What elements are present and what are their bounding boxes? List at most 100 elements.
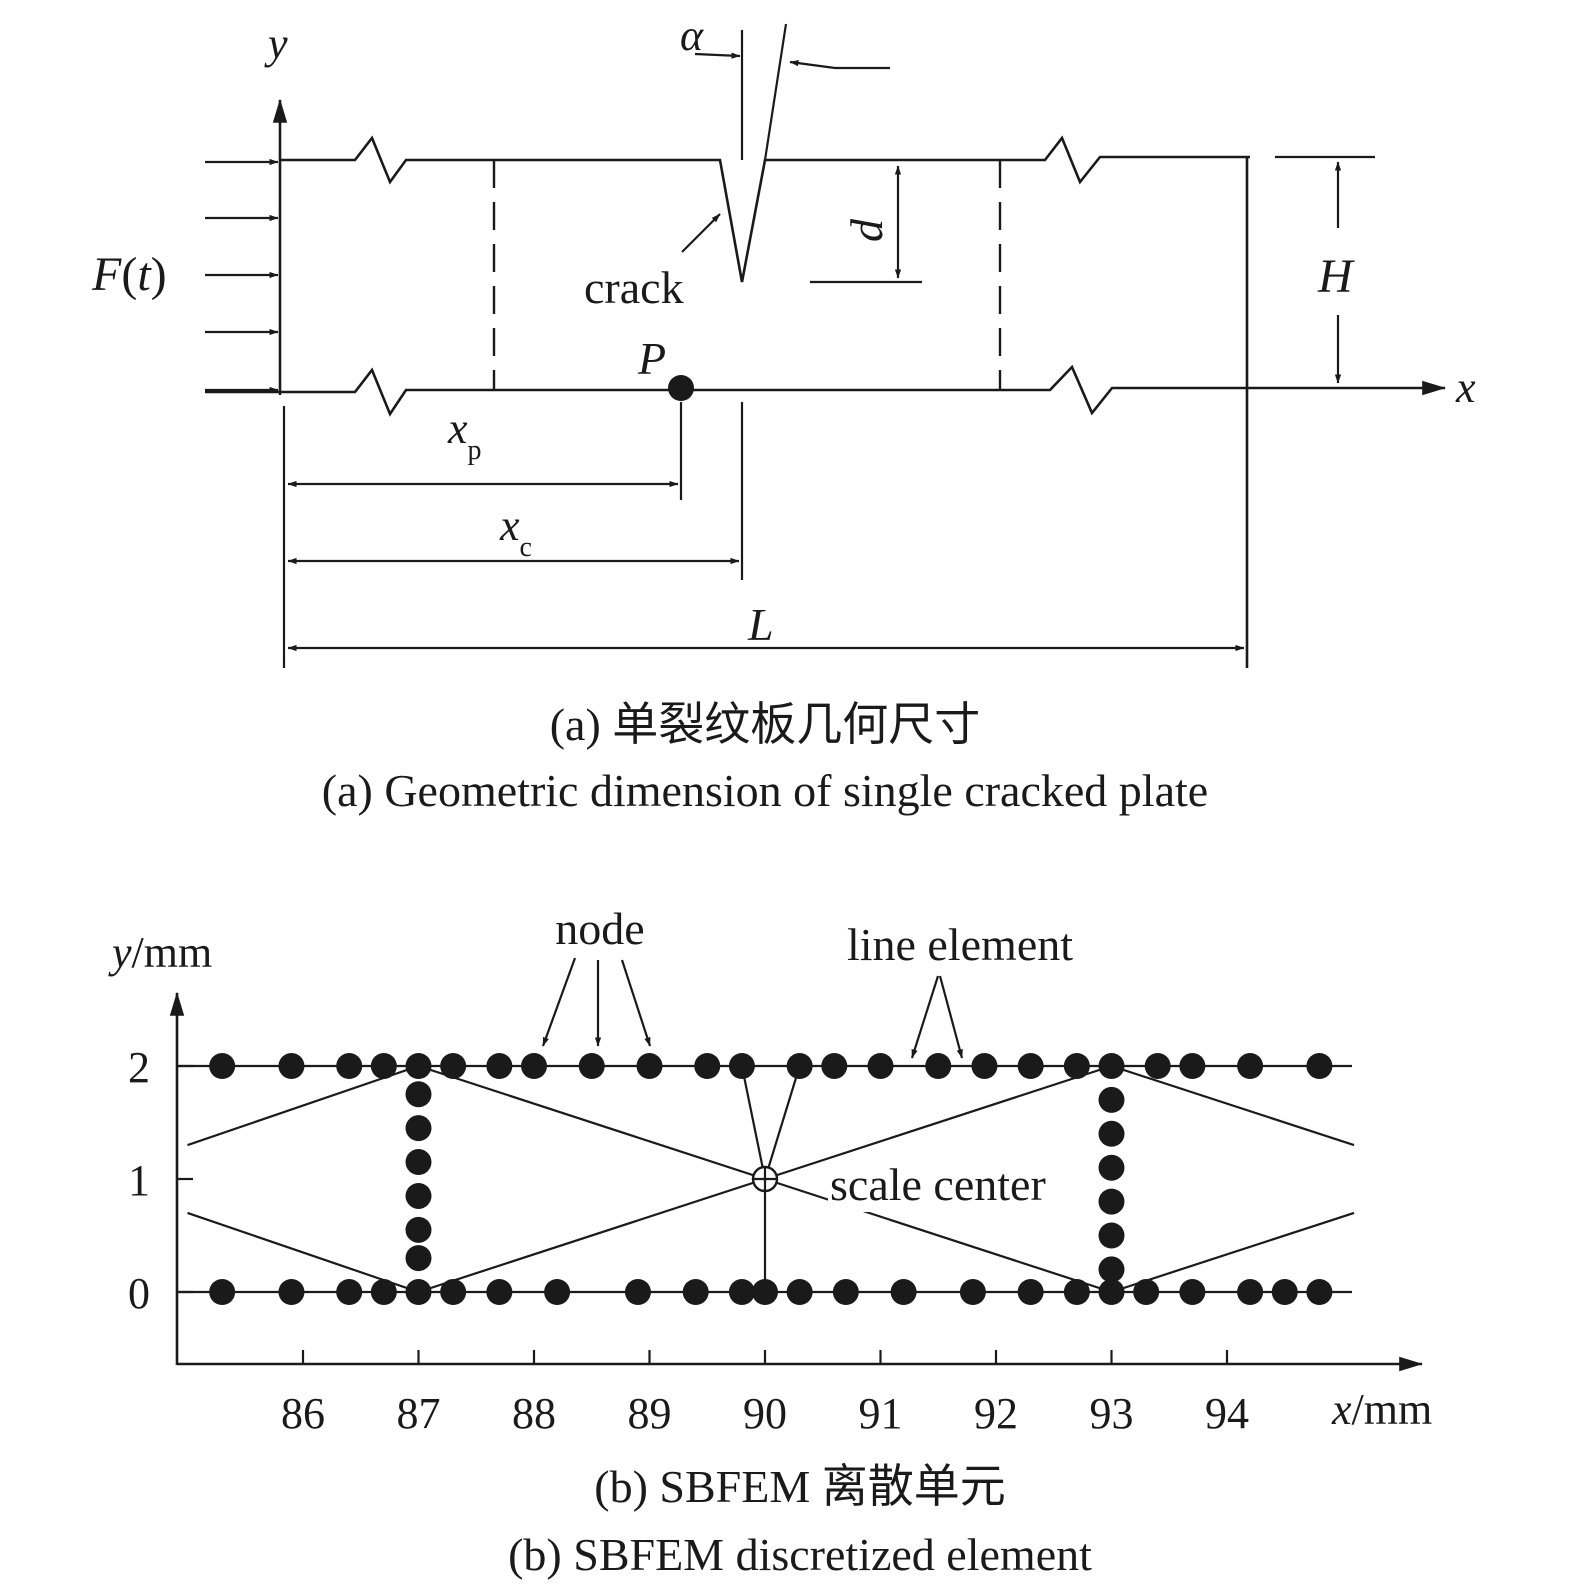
mesh-node bbox=[925, 1053, 952, 1079]
node-pointer bbox=[620, 959, 652, 1047]
panel-b-caption-en: (b) SBFEM discretized element bbox=[508, 1529, 1092, 1580]
mesh-node bbox=[1098, 1279, 1125, 1305]
panel-a-caption-en: (a) Geometric dimension of single cracke… bbox=[322, 765, 1208, 816]
mesh-node bbox=[1237, 1279, 1264, 1305]
mesh-node bbox=[1306, 1053, 1333, 1079]
mesh-node bbox=[1306, 1279, 1333, 1305]
mesh-node bbox=[1133, 1279, 1160, 1305]
height-label: H bbox=[1317, 250, 1355, 303]
xc-label: xc bbox=[499, 501, 532, 563]
mesh-node bbox=[405, 1279, 432, 1305]
mesh-node bbox=[336, 1053, 363, 1079]
panel-b-y-label: y/mm bbox=[108, 928, 212, 977]
mesh-node bbox=[209, 1279, 236, 1305]
mesh-node bbox=[1098, 1222, 1125, 1249]
y-tick-label: 2 bbox=[128, 1043, 150, 1092]
mesh-node bbox=[405, 1149, 432, 1176]
alpha-label: α bbox=[680, 11, 704, 60]
mesh-node bbox=[1098, 1188, 1125, 1215]
node-pointer bbox=[541, 957, 577, 1047]
element-line bbox=[1111, 1064, 1355, 1147]
mesh-node bbox=[278, 1053, 305, 1079]
point-p-label: P bbox=[637, 333, 666, 384]
crack-inclined-face bbox=[763, 23, 788, 161]
mesh-node bbox=[1098, 1120, 1125, 1147]
y-tick-label: 1 bbox=[128, 1156, 150, 1205]
mesh-node bbox=[405, 1245, 432, 1272]
x-tick-label: 89 bbox=[628, 1389, 672, 1438]
mesh-node bbox=[1098, 1154, 1125, 1181]
mesh-node bbox=[405, 1182, 432, 1209]
element-line bbox=[187, 1211, 419, 1294]
mesh-node bbox=[405, 1216, 432, 1243]
mesh-node bbox=[1098, 1256, 1125, 1283]
mesh-node bbox=[636, 1053, 663, 1079]
element-line bbox=[764, 1177, 1112, 1294]
mesh-node bbox=[370, 1053, 397, 1079]
mesh-node bbox=[1179, 1053, 1206, 1079]
panel-a-caption-cn: (a) 单裂纹板几何尺寸 bbox=[550, 699, 981, 750]
mesh-node bbox=[1179, 1279, 1206, 1305]
mesh-node bbox=[1237, 1053, 1264, 1079]
plate-bottom-edge bbox=[205, 364, 1447, 417]
mesh-node bbox=[1063, 1053, 1090, 1079]
scale-center-marker bbox=[751, 1165, 779, 1193]
element-line bbox=[187, 1064, 419, 1147]
mesh-node bbox=[821, 1053, 848, 1079]
mesh-node bbox=[1098, 1053, 1125, 1079]
crack-label: crack bbox=[584, 262, 684, 313]
mesh-node bbox=[786, 1279, 813, 1305]
mesh-node bbox=[694, 1053, 721, 1079]
mesh-node bbox=[1017, 1279, 1044, 1305]
mesh-node bbox=[440, 1053, 467, 1079]
length-label: L bbox=[747, 599, 774, 650]
mesh-node bbox=[405, 1053, 432, 1079]
x-tick-label: 86 bbox=[281, 1389, 325, 1438]
crack-pointer bbox=[681, 213, 721, 253]
line-element-label: line element bbox=[847, 919, 1073, 970]
mesh-node bbox=[728, 1053, 755, 1079]
mesh-node bbox=[959, 1279, 986, 1305]
mesh-node bbox=[682, 1279, 709, 1305]
element-line bbox=[763, 1065, 801, 1180]
y-tick-label: 0 bbox=[128, 1269, 150, 1318]
mesh-node bbox=[971, 1053, 998, 1079]
panel-a-y-axis-label: y bbox=[264, 19, 288, 68]
node-label: node bbox=[555, 903, 644, 954]
scale-center-label-bg bbox=[828, 1162, 1090, 1212]
mesh-node bbox=[521, 1053, 547, 1079]
mesh-node bbox=[370, 1279, 397, 1305]
mesh-node bbox=[405, 1115, 432, 1142]
crack-depth-label: d bbox=[841, 218, 892, 242]
panel-b-y-ticks: 0 1 2 bbox=[128, 1043, 193, 1318]
mesh-node bbox=[786, 1053, 813, 1079]
mesh-node bbox=[578, 1053, 605, 1079]
mesh-node bbox=[544, 1279, 571, 1305]
panel-b-x-label: x/mm bbox=[1331, 1385, 1432, 1434]
force-label: F(t) bbox=[91, 248, 167, 301]
element-line bbox=[1111, 1211, 1355, 1294]
mesh-node bbox=[486, 1053, 513, 1079]
mesh-node bbox=[728, 1279, 755, 1305]
mesh-element-lines bbox=[187, 1064, 1355, 1294]
x-tick-label: 87 bbox=[397, 1389, 441, 1438]
x-tick-label: 94 bbox=[1205, 1389, 1249, 1438]
mesh-node bbox=[867, 1053, 894, 1079]
mesh-node bbox=[336, 1279, 363, 1305]
mesh-node bbox=[752, 1279, 778, 1305]
point-p-marker bbox=[668, 375, 694, 401]
element-line bbox=[764, 1064, 1112, 1181]
panel-b-caption-cn: (b) SBFEM 离散单元 bbox=[594, 1461, 1005, 1512]
mesh-node bbox=[486, 1279, 513, 1305]
panel-a-geometry: y x F(t) α crack d bbox=[91, 11, 1476, 816]
line-element-pointer bbox=[910, 975, 940, 1059]
element-line bbox=[740, 1065, 767, 1180]
mesh-nodes bbox=[209, 1053, 1333, 1305]
element-line bbox=[418, 1064, 766, 1181]
scale-center-label: scale center bbox=[830, 1159, 1046, 1210]
mesh-node bbox=[832, 1279, 859, 1305]
panel-a-x-axis-label: x bbox=[1455, 363, 1476, 412]
